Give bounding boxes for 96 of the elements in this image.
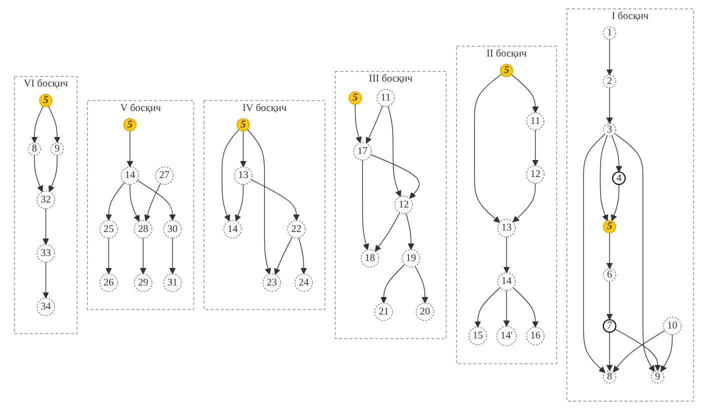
arrow bbox=[246, 129, 271, 275]
node-circle: 6 bbox=[602, 268, 616, 282]
arrow bbox=[405, 212, 414, 250]
node-circle: 14' bbox=[496, 326, 516, 346]
node-circle: 5 bbox=[348, 91, 362, 105]
arrow bbox=[502, 236, 510, 274]
node-circle: 5 bbox=[236, 118, 250, 132]
node-circle: 25 bbox=[99, 220, 118, 238]
node-circle: 7 bbox=[602, 319, 616, 333]
node-circle: 23 bbox=[262, 274, 280, 292]
node-circle: 15 bbox=[468, 326, 486, 346]
arrow bbox=[365, 106, 382, 144]
node-circle: 20 bbox=[415, 302, 434, 322]
arrow bbox=[610, 135, 622, 172]
node-circle: 31 bbox=[162, 274, 182, 292]
node-circle: 16 bbox=[526, 326, 544, 346]
arrow bbox=[606, 280, 612, 320]
node-circle: 11 bbox=[526, 112, 544, 130]
arrow bbox=[298, 237, 306, 274]
arrow bbox=[362, 160, 369, 250]
node-circle: 4 bbox=[612, 171, 626, 186]
node-circle: 14 bbox=[496, 272, 516, 291]
node-circle: 2 bbox=[602, 74, 616, 88]
node-circle: 13 bbox=[496, 218, 516, 238]
node-circle: 28 bbox=[133, 220, 152, 238]
node-circle: 34 bbox=[36, 298, 54, 316]
node-circle: 5 bbox=[602, 220, 616, 234]
node-circle: 5 bbox=[38, 94, 52, 108]
arrow bbox=[129, 184, 140, 222]
arrow bbox=[139, 238, 146, 274]
node-circle: 3 bbox=[602, 123, 616, 136]
node-circle: 26 bbox=[99, 274, 118, 292]
arrow bbox=[354, 104, 362, 144]
node-circle: 19 bbox=[401, 249, 420, 268]
arrow bbox=[510, 74, 538, 113]
node-circle: 18 bbox=[360, 249, 379, 268]
node-circle: 1 bbox=[602, 26, 616, 40]
node-circle: 5 bbox=[499, 64, 513, 78]
node-circle: 21 bbox=[374, 302, 392, 322]
node-circle: 8 bbox=[27, 142, 41, 156]
arrow bbox=[30, 106, 44, 143]
arrow bbox=[582, 134, 605, 373]
arrow bbox=[234, 184, 244, 222]
arrow bbox=[512, 287, 538, 328]
node-circle: 24 bbox=[294, 274, 312, 292]
arrow bbox=[474, 287, 500, 328]
arrow bbox=[374, 212, 400, 252]
arrow bbox=[380, 264, 405, 304]
node-circle: 33 bbox=[36, 244, 54, 263]
node-circle: 9 bbox=[650, 370, 664, 384]
node-circle: 12 bbox=[526, 165, 544, 184]
node-circle: 11 bbox=[376, 88, 394, 107]
arrow bbox=[274, 236, 292, 275]
node-circle: 8 bbox=[602, 370, 616, 384]
node-circle: 17 bbox=[352, 142, 372, 160]
node-circle: 29 bbox=[133, 274, 152, 292]
arrow bbox=[48, 106, 60, 143]
arrow bbox=[136, 180, 176, 221]
node-circle: 32 bbox=[36, 190, 54, 210]
arrow bbox=[144, 183, 160, 222]
arrow bbox=[606, 87, 612, 124]
arrow bbox=[660, 334, 672, 372]
node-circle: 14 bbox=[222, 220, 242, 238]
arrow bbox=[610, 184, 619, 222]
arrow bbox=[48, 154, 58, 192]
arrow bbox=[606, 232, 612, 270]
node-circle: 27 bbox=[154, 166, 174, 185]
node-circle: 22 bbox=[286, 220, 306, 238]
arrow bbox=[104, 182, 124, 221]
arrow bbox=[104, 238, 112, 274]
arrow bbox=[250, 179, 300, 221]
arrow bbox=[168, 238, 176, 274]
node-circle: 13 bbox=[234, 166, 252, 185]
node-circle: 5 bbox=[122, 118, 136, 132]
node-circle: 12 bbox=[394, 196, 412, 214]
arrow bbox=[42, 262, 49, 298]
arrow bbox=[387, 106, 401, 197]
arrow bbox=[606, 38, 612, 76]
arrow bbox=[126, 130, 133, 168]
node-circle: 30 bbox=[162, 220, 182, 238]
arrow bbox=[599, 135, 608, 222]
arrow bbox=[614, 133, 654, 372]
arrow bbox=[502, 290, 510, 327]
arrow bbox=[606, 332, 612, 371]
arrow bbox=[532, 129, 538, 166]
arrow bbox=[414, 266, 428, 304]
arrow bbox=[221, 129, 239, 222]
arrow bbox=[240, 130, 246, 168]
arrow bbox=[512, 182, 536, 222]
node-circle: 10 bbox=[662, 316, 681, 336]
arrow bbox=[42, 208, 49, 245]
arrow bbox=[474, 74, 502, 223]
arrow bbox=[34, 154, 43, 192]
arrow bbox=[370, 154, 420, 199]
node-circle: 9 bbox=[50, 142, 64, 156]
node-circle: 14 bbox=[120, 166, 139, 185]
